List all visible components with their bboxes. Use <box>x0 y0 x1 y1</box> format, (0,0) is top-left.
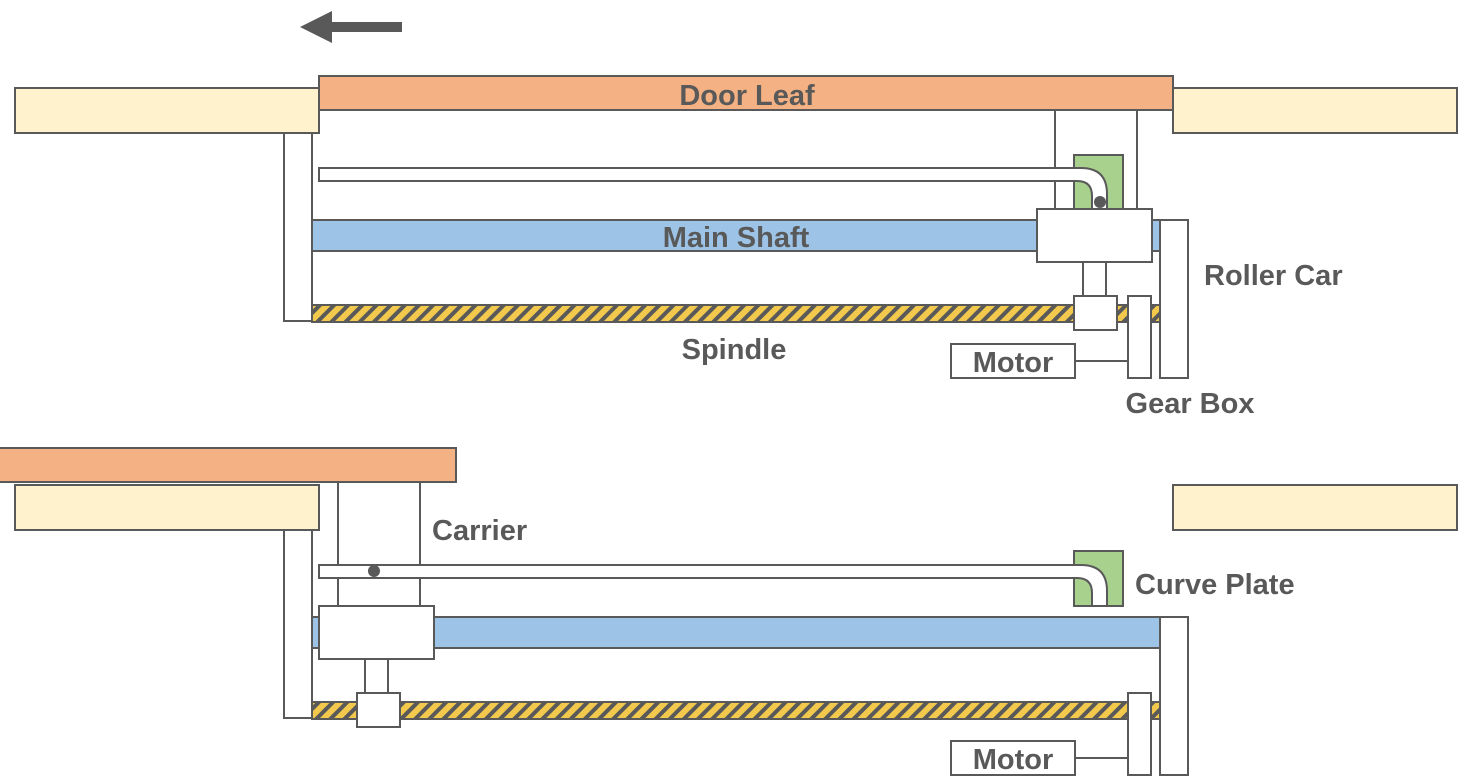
main-shaft-top <box>311 219 1162 252</box>
roller-car-label: Roller Car <box>1204 260 1343 292</box>
frame-post-left-bottom <box>283 529 313 719</box>
spindle-label: Spindle <box>682 334 787 366</box>
roller-car-block-bottom <box>318 605 435 660</box>
guide-pin-top <box>1094 196 1106 208</box>
motor-label-top: Motor <box>973 347 1054 379</box>
wall-left-bottom <box>14 484 320 531</box>
spindle-bottom <box>311 701 1162 720</box>
frame-post-left-top <box>283 132 313 322</box>
main-shaft-label: Main Shaft <box>663 222 810 254</box>
gear-box-label: Gear Box <box>1126 388 1255 420</box>
guide-pin-bottom <box>368 565 380 577</box>
wall-right-top <box>1172 87 1458 134</box>
carrier-label: Carrier <box>432 515 527 547</box>
guide-rail-bottom <box>318 564 1108 607</box>
main-shaft-bottom <box>311 616 1162 649</box>
door-leaf-top <box>318 75 1174 111</box>
curve-plate-label: Curve Plate <box>1135 569 1295 601</box>
connector-stem-top <box>1082 261 1107 297</box>
wall-right-bottom <box>1172 484 1458 531</box>
carrier-arms-bottom <box>337 481 421 607</box>
top-assembly: Door Leaf Main Shaft Roller Car Spindle … <box>14 75 1458 420</box>
roller-car-block-top <box>1036 208 1153 263</box>
door-leaf-label: Door Leaf <box>679 80 815 112</box>
gear-box-top <box>1127 295 1152 379</box>
bottom-assembly: Carrier Curve Plate Motor <box>0 447 1458 776</box>
motor-box-bottom <box>950 740 1076 776</box>
frame-post-right-bottom <box>1159 616 1189 776</box>
gear-box-bottom <box>1127 692 1152 776</box>
connector-stem-bottom <box>364 658 389 694</box>
wall-left-top <box>14 87 320 134</box>
arrow-left-icon <box>300 11 402 43</box>
motor-label-bottom: Motor <box>973 744 1054 776</box>
door-leaf-bottom <box>0 447 457 483</box>
spindle-top <box>311 304 1162 323</box>
motor-box-top <box>950 343 1076 379</box>
spindle-nut-bottom <box>356 692 401 728</box>
spindle-nut-top <box>1073 295 1118 331</box>
frame-post-right-top <box>1159 219 1189 379</box>
guide-rail-top <box>318 167 1108 211</box>
